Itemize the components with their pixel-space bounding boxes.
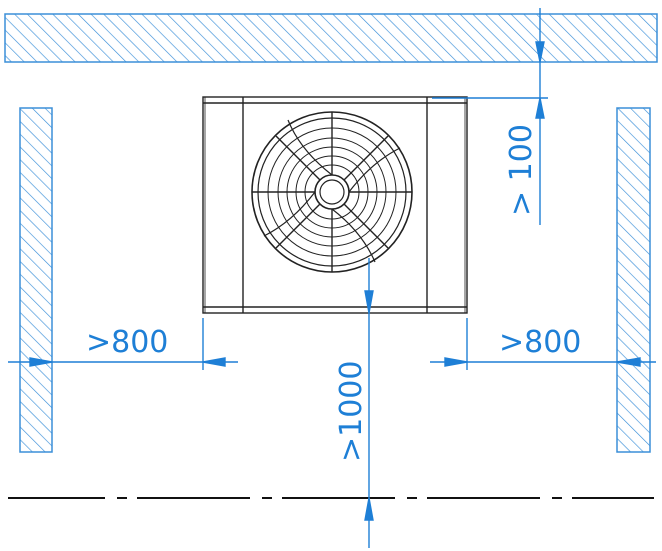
right-wall [616,107,651,453]
fan-icon [251,111,413,273]
left-clearance-label: >800 [86,325,168,360]
top-clearance-label: > 100 [504,124,539,216]
front-clearance-label: >1000 [334,361,369,462]
outdoor-unit [202,96,468,314]
dimension-right [430,318,656,370]
top-wall [4,13,658,63]
dimension-left [8,318,238,370]
right-clearance-label: >800 [499,325,581,360]
left-wall [19,107,53,453]
dimension-top [432,8,548,225]
dimension-front [364,258,374,548]
